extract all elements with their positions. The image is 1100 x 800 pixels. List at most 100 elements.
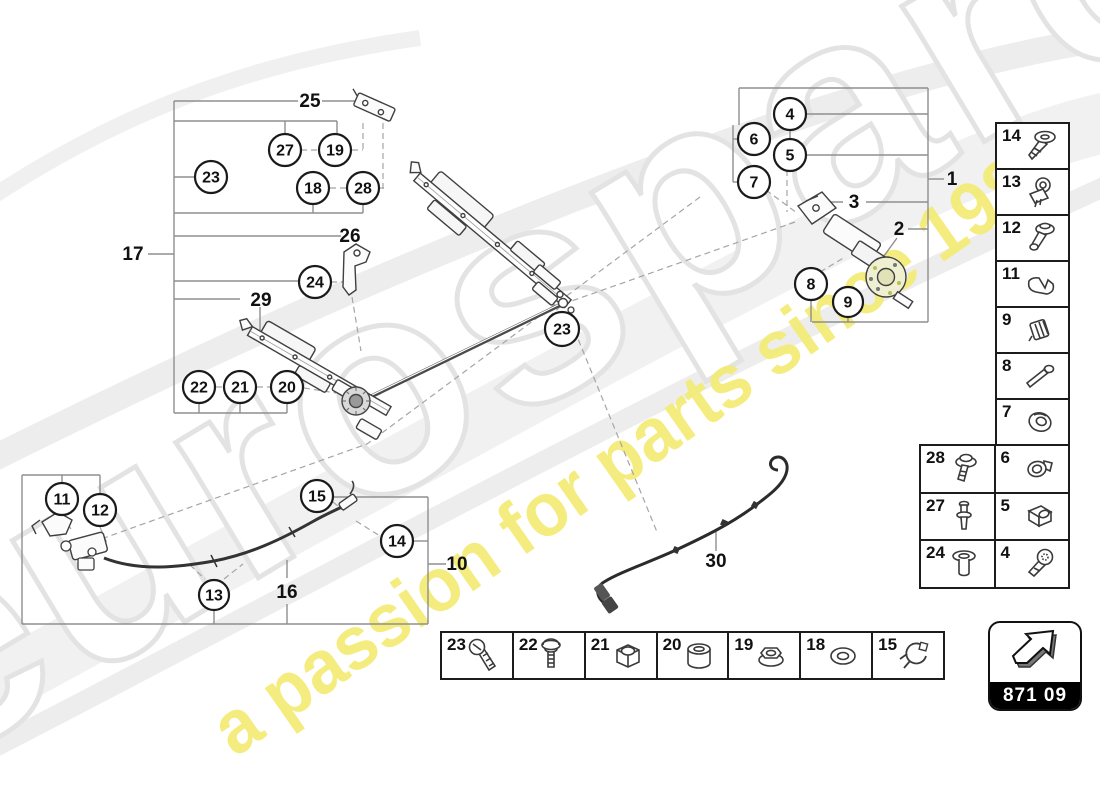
hook-ring-icon bbox=[1004, 449, 1060, 489]
callout-7: 7 bbox=[736, 164, 772, 200]
svg-text:21: 21 bbox=[231, 380, 249, 397]
callout-11: 11 bbox=[44, 481, 80, 517]
legend-cell: 7 bbox=[997, 400, 1068, 444]
part-number: 23 bbox=[447, 635, 466, 654]
svg-text:20: 20 bbox=[278, 380, 296, 397]
callout-9: 9 bbox=[831, 285, 865, 319]
legend-cell: 12 bbox=[997, 216, 1068, 260]
svg-text:12: 12 bbox=[91, 503, 109, 520]
svg-text:11: 11 bbox=[54, 492, 71, 509]
part-number: 12 bbox=[1002, 218, 1021, 237]
legend-cell: 9 bbox=[997, 308, 1068, 352]
legend-cell: 18 bbox=[801, 633, 872, 678]
part-number: 28 bbox=[926, 448, 945, 467]
legend-cell: 4 bbox=[995, 541, 1068, 587]
legend-cell: 28 bbox=[921, 446, 994, 492]
legend-cell: 22 bbox=[513, 633, 584, 678]
svg-text:28: 28 bbox=[354, 181, 372, 198]
callout-13: 13 bbox=[197, 578, 231, 612]
callout-19: 19 bbox=[317, 132, 353, 168]
callout-8: 8 bbox=[793, 266, 829, 302]
svg-text:19: 19 bbox=[326, 143, 344, 160]
svg-text:7: 7 bbox=[750, 175, 759, 192]
legend-cell: 5 bbox=[995, 493, 1068, 540]
callout-12: 12 bbox=[82, 492, 118, 528]
callout-24: 24 bbox=[297, 264, 333, 300]
legend-cell: 24 bbox=[921, 541, 994, 587]
label-30: 30 bbox=[705, 551, 726, 572]
legend-cell: 6 bbox=[995, 446, 1068, 492]
label-10: 10 bbox=[446, 554, 467, 575]
part-number: 21 bbox=[590, 635, 610, 654]
svg-text:13: 13 bbox=[205, 588, 223, 605]
part-group-code: 871 09 bbox=[990, 682, 1080, 709]
group10-frame bbox=[21, 474, 717, 625]
bracket-part-25 bbox=[352, 88, 396, 122]
svg-text:4: 4 bbox=[786, 107, 795, 124]
callout-5: 5 bbox=[772, 137, 808, 173]
svg-text:18: 18 bbox=[304, 181, 322, 198]
part-number-labels: 25 26 29 17 1 3 2 10 16 30 bbox=[122, 91, 957, 603]
part-number: 9 bbox=[1002, 310, 1012, 329]
drive-motor-assembly bbox=[796, 191, 914, 310]
part-number: 27 bbox=[926, 495, 945, 515]
box-clip-icon bbox=[1004, 496, 1060, 536]
label-29: 29 bbox=[250, 290, 271, 311]
part-number: 22 bbox=[518, 635, 538, 654]
callout-4: 4 bbox=[772, 96, 808, 132]
callout-14: 14 bbox=[379, 523, 415, 559]
label-1: 1 bbox=[947, 169, 958, 190]
part-number: 20 bbox=[662, 635, 682, 654]
legend-cell: 8 bbox=[997, 354, 1068, 398]
motor-group-frame bbox=[732, 87, 944, 323]
svg-text:5: 5 bbox=[786, 148, 795, 165]
callout-28: 28 bbox=[345, 170, 381, 206]
part-number: 4 bbox=[1000, 543, 1010, 563]
clamp-icon bbox=[1005, 310, 1061, 350]
legend-cell: 23 bbox=[442, 633, 512, 678]
label-17: 17 bbox=[122, 244, 143, 265]
group17-frame bbox=[148, 100, 364, 414]
callout-22: 22 bbox=[181, 369, 217, 405]
callout-18: 18 bbox=[295, 170, 331, 206]
legend-cell: 21 bbox=[585, 633, 656, 678]
label-16: 16 bbox=[276, 582, 297, 603]
back-arrow-icon bbox=[990, 623, 1080, 682]
part-number: 24 bbox=[926, 543, 945, 563]
svg-text:23: 23 bbox=[202, 170, 220, 187]
svg-text:22: 22 bbox=[190, 380, 208, 397]
svg-text:9: 9 bbox=[844, 295, 853, 312]
torx-screw-icon bbox=[1004, 544, 1060, 584]
legend-cell: 15 bbox=[873, 633, 943, 678]
part-number: 13 bbox=[1002, 172, 1021, 191]
legend-cell: 14 bbox=[997, 124, 1068, 168]
callout-27: 27 bbox=[267, 132, 303, 168]
circled-callouts: 27 19 23 18 28 24 22 21 20 23 4 6 5 7 8 … bbox=[44, 96, 865, 612]
svg-text:15: 15 bbox=[308, 489, 326, 506]
legend-cell: 11 bbox=[997, 262, 1068, 306]
svg-text:6: 6 bbox=[750, 132, 759, 149]
release-cable-assembly-10 bbox=[31, 480, 358, 571]
part-number: 7 bbox=[1002, 402, 1012, 421]
label-26: 26 bbox=[339, 226, 360, 247]
part-group-badge: 871 09 bbox=[988, 621, 1082, 711]
legend-cell: 27 bbox=[921, 493, 994, 540]
legend-cell: 20 bbox=[657, 633, 728, 678]
svg-text:24: 24 bbox=[306, 275, 324, 292]
legend-table-bottom: 23 22 21 20 19 18 15 bbox=[440, 631, 945, 680]
part-number: 11 bbox=[1002, 264, 1020, 283]
legend-cell: 19 bbox=[729, 633, 800, 678]
svg-text:23: 23 bbox=[553, 322, 571, 339]
label-2: 2 bbox=[894, 219, 905, 240]
svg-text:27: 27 bbox=[276, 143, 294, 160]
callout-15: 15 bbox=[299, 478, 335, 514]
drain-hose-30 bbox=[594, 455, 789, 614]
part-number: 5 bbox=[1000, 495, 1010, 515]
part-number: 6 bbox=[1000, 448, 1010, 467]
callout-20: 20 bbox=[269, 369, 305, 405]
part-number: 19 bbox=[734, 635, 754, 654]
label-3: 3 bbox=[849, 192, 860, 213]
part-number: 8 bbox=[1002, 356, 1012, 375]
